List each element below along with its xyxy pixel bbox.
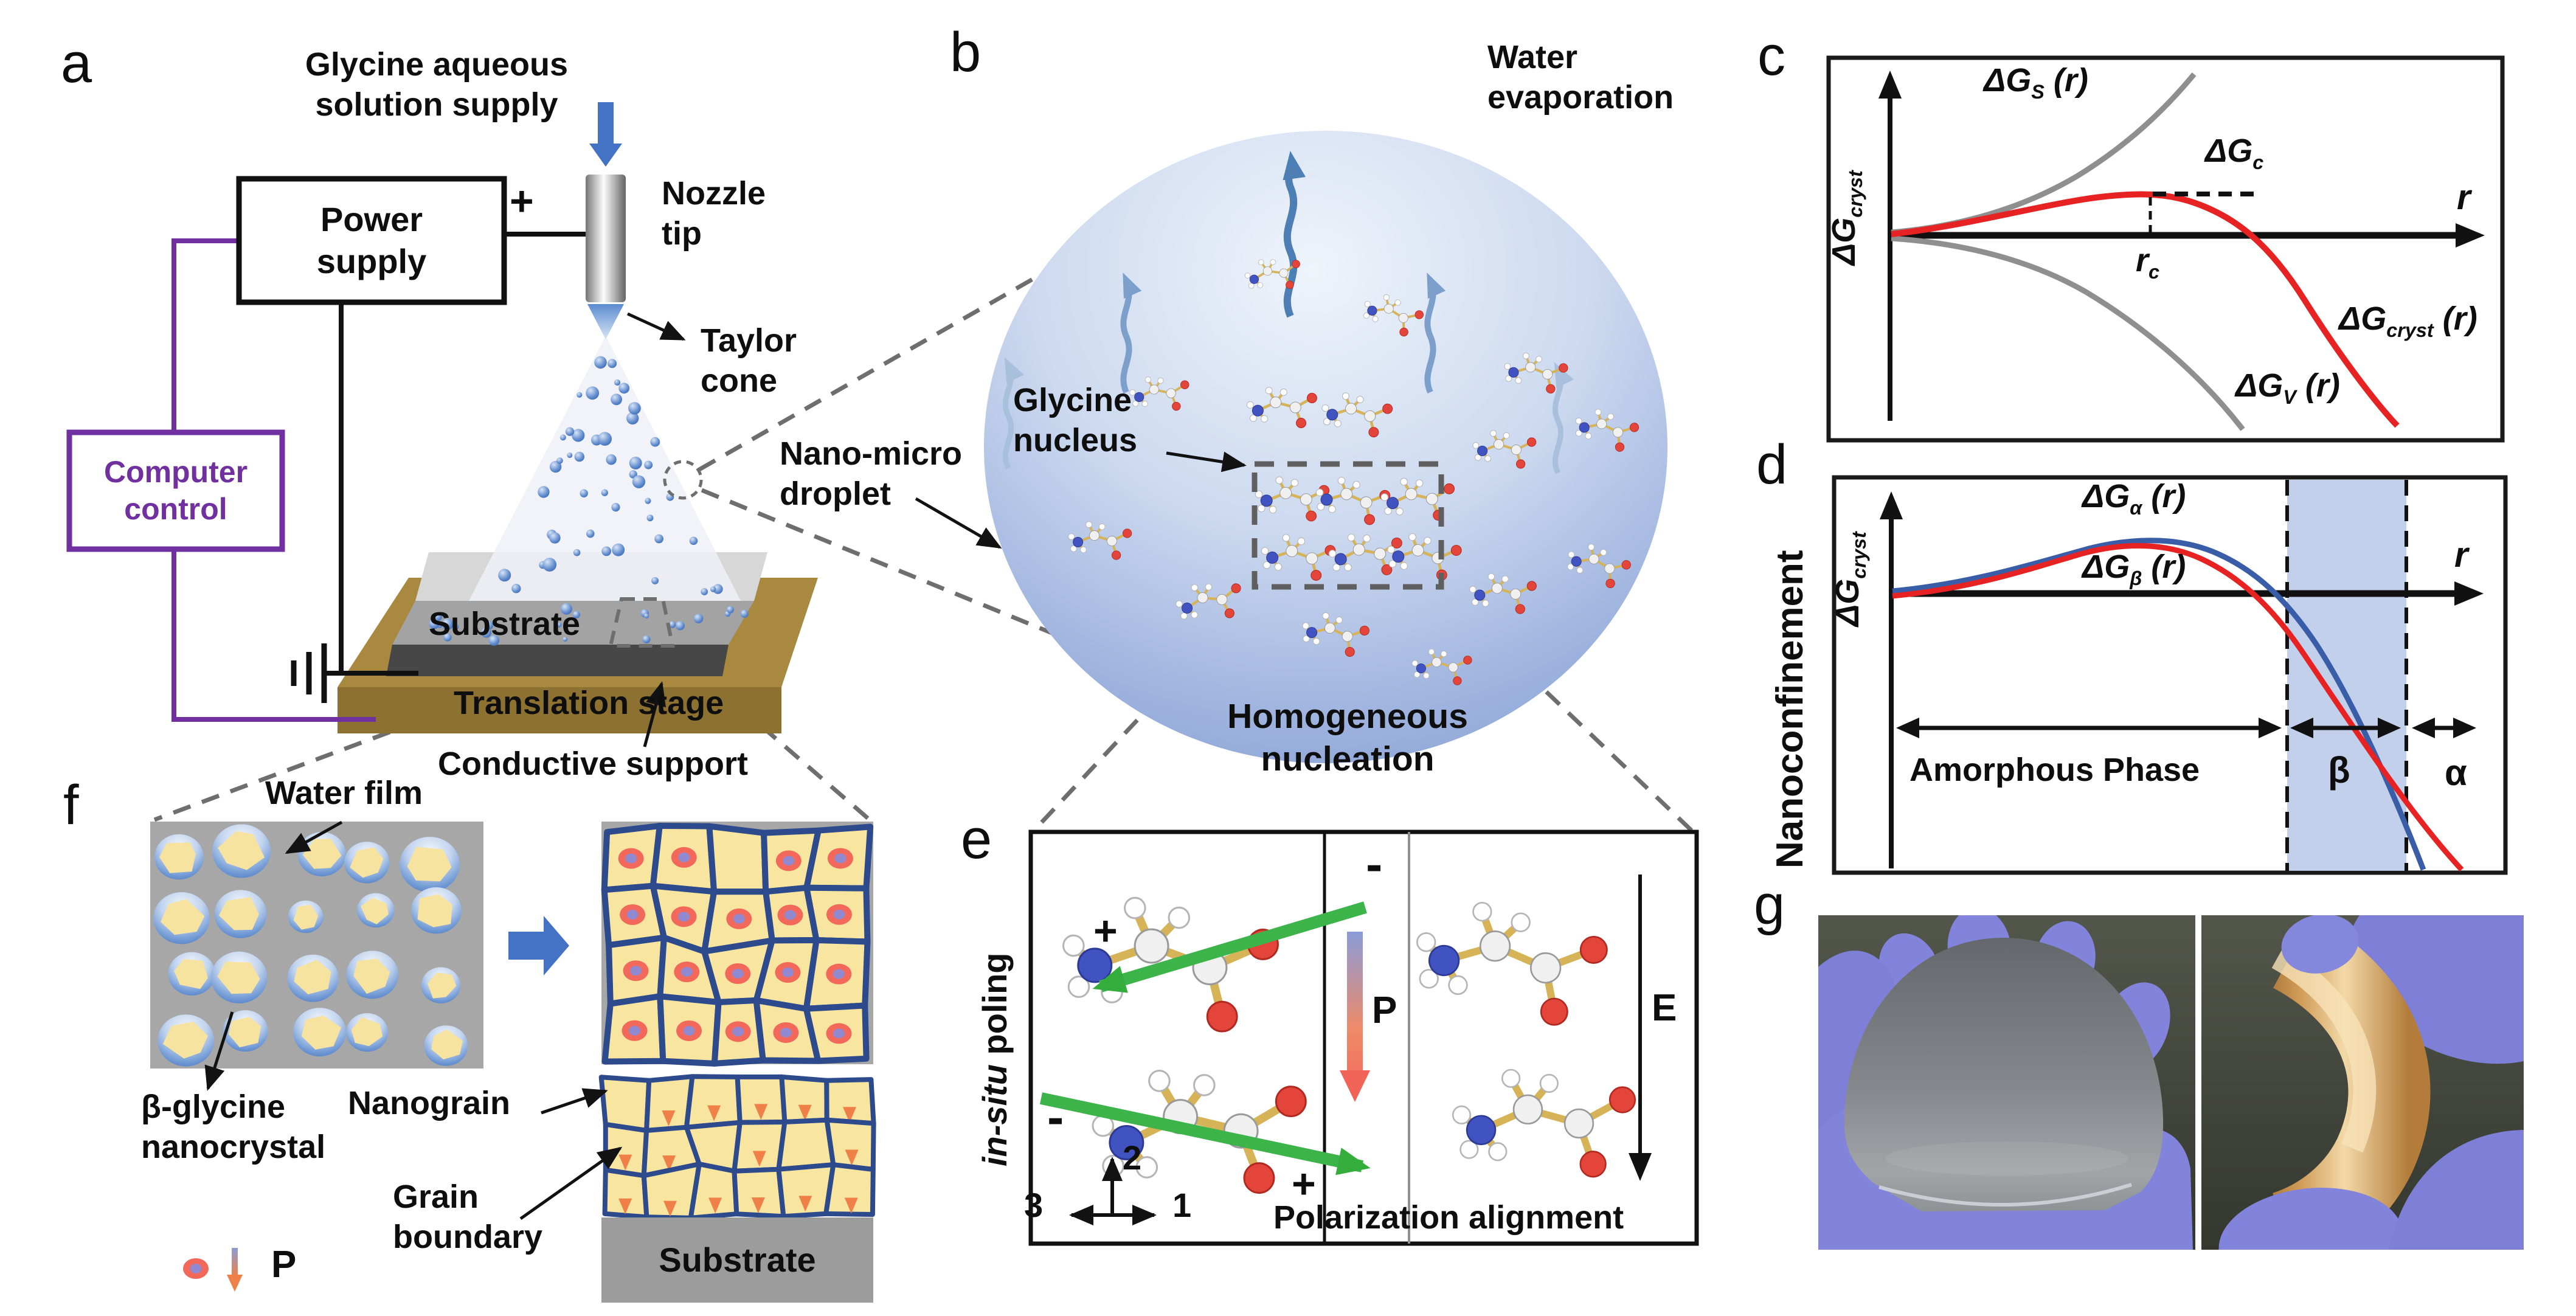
electrospray-setup-schematic	[66, 102, 1694, 833]
p-vector-label: P	[1372, 989, 1397, 1031]
glycine-nucleus-label: Glycine nucleus	[1013, 382, 1138, 459]
nozzle	[586, 175, 626, 302]
curve-dgv	[1891, 235, 2245, 431]
c-ylabel: ΔGcryst	[1826, 170, 1866, 265]
dgs-curve-label: ΔGS (r)	[1984, 62, 2088, 103]
transform-arrow	[508, 916, 569, 975]
d-r-axis-label: r	[2454, 535, 2468, 575]
e-field-arrow	[1629, 874, 1652, 1181]
panel-label-c: c	[1757, 25, 1785, 87]
poling-diagram	[1028, 829, 1699, 1246]
c-r-axis-label: r	[2457, 178, 2471, 217]
plus-electrode-label: +	[510, 178, 534, 224]
plus-bottom-label: +	[1292, 1161, 1316, 1207]
curve-dgcryst	[1891, 191, 2400, 428]
panel-label-e: e	[961, 808, 992, 870]
panel-label-d: d	[1756, 434, 1788, 496]
conductive-support-label: Conductive support	[438, 746, 748, 782]
spray-droplets	[429, 356, 749, 646]
e-field-label: E	[1652, 987, 1677, 1029]
substrate-bar	[601, 1217, 873, 1303]
nano-micro-droplet-label: Nano-micro droplet	[780, 435, 963, 512]
dgc-label: ΔGc	[2205, 133, 2264, 173]
insitu-poling-label: in-situ poling	[975, 952, 1014, 1167]
translation-stage-front	[338, 687, 781, 733]
rc-label: rc	[2136, 242, 2160, 283]
d-ylabel: ΔGcryst	[1829, 532, 1870, 626]
nanoconfinement-plot	[1832, 475, 2508, 875]
translation-stage-label: Translation stage	[454, 685, 724, 721]
ground-symbol	[291, 643, 327, 703]
nucleus-zoom-box	[1252, 461, 1444, 590]
free-energy-plot	[1826, 55, 2505, 443]
axis-1-label: 1	[1172, 1186, 1192, 1224]
beta-region-band	[2287, 480, 2406, 871]
panel-label-g: g	[1754, 874, 1785, 936]
crystal-axes-indicator	[1069, 1157, 1157, 1225]
homogeneous-nucleation-label: Homogeneous nucleation	[1227, 697, 1468, 778]
water-evaporation-label: Water evaporation	[1487, 39, 1674, 116]
plus-top-label: +	[1093, 908, 1118, 954]
panel-label-b: b	[950, 21, 982, 83]
minus-top-label: -	[1366, 837, 1383, 892]
minus-bottom-label: -	[1047, 1090, 1064, 1145]
nano-droplet-sphere	[915, 131, 1667, 763]
nanoconfinement-side-label: Nanoconfinement	[1769, 550, 1811, 868]
dgcryst-curve-label: ΔGcryst (r)	[2339, 300, 2477, 341]
substrate-label-f: Substrate	[659, 1241, 816, 1279]
polarization-alignment-label: Polarization alignment	[1273, 1199, 1624, 1236]
power-supply-box	[236, 176, 507, 305]
taylor-cone-shape	[587, 304, 624, 339]
p-legend-label: P	[271, 1244, 297, 1286]
grain-boundary-label: Grain boundary	[393, 1179, 543, 1255]
taylor-cone-label: Taylor cone	[701, 322, 797, 399]
p-legend	[183, 1248, 243, 1292]
nozzle-tip-label: Nozzle tip	[662, 175, 766, 252]
p-vector-arrow	[1340, 932, 1370, 1102]
water-film-label: Water film	[265, 775, 423, 811]
supply-label: Glycine aqueous solution supply	[305, 46, 569, 123]
computer-control-label: Computer control	[103, 455, 248, 526]
panel-label-a: a	[61, 32, 92, 94]
solution-supply-arrow	[589, 102, 622, 167]
photo-wafer	[1818, 915, 2195, 1250]
beta-region-label: β	[2328, 750, 2350, 791]
axis-2-label: 2	[1123, 1138, 1142, 1177]
dgv-curve-label: ΔGV (r)	[2235, 367, 2340, 408]
computer-control-box	[66, 429, 285, 552]
panel-label-f: f	[63, 774, 79, 836]
photo-flexible-film	[2201, 915, 2524, 1250]
curve-dg-beta	[1892, 542, 2464, 872]
substrate-label-a: Substrate	[429, 606, 581, 642]
polarization-arrow-top	[1092, 901, 1367, 993]
substrate-zoom-outline	[608, 597, 675, 648]
alpha-region-label: α	[2445, 752, 2467, 793]
dg-beta-label: ΔGβ (r)	[2082, 549, 2186, 589]
glycine-wafer	[1844, 938, 2164, 1211]
computer-control-wires	[171, 238, 376, 722]
nanograin-label: Nanograin	[348, 1085, 511, 1121]
beta-glycine-label: β-glycine nanocrystal	[141, 1089, 326, 1165]
dg-alpha-label: ΔGα (r)	[2082, 478, 2186, 519]
axis-3-label: 3	[1024, 1186, 1044, 1224]
power-supply-label: Power supply	[316, 200, 427, 280]
spray-cone	[469, 336, 741, 601]
amorphous-phase-label: Amorphous Phase	[1909, 752, 2200, 788]
conductive-layer	[386, 645, 729, 676]
polarization-arrow-bottom	[1039, 1092, 1371, 1176]
droplet-zoom-circle	[663, 460, 703, 500]
crystallization-diagram	[150, 820, 876, 1303]
